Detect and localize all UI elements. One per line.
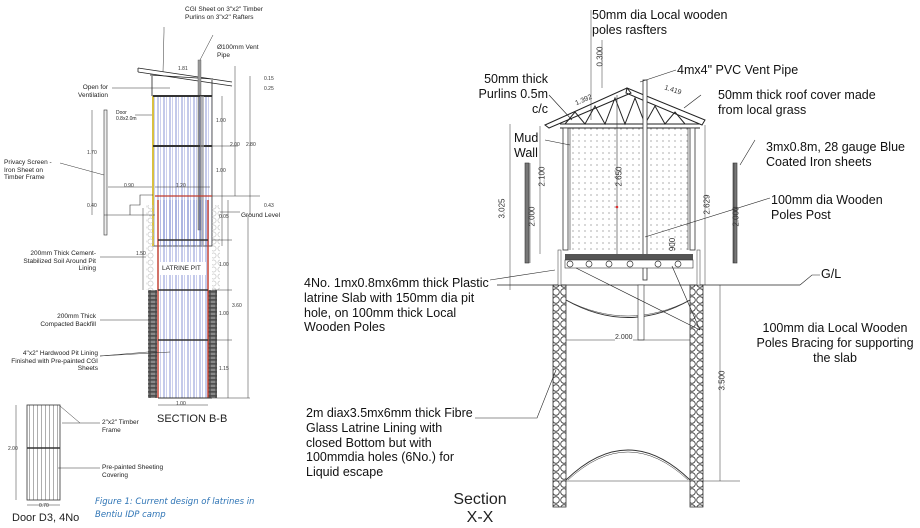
dim-bb-100a: 1.00	[216, 118, 226, 124]
dim-door-height: 2.00	[8, 446, 18, 452]
xx-ground-level-label: G/L	[821, 267, 842, 281]
dim-bb-200: 2.00	[230, 142, 240, 148]
bb-latrine-pit-label: LATRINE PIT	[162, 265, 201, 272]
dim-bb-360: 3.60	[232, 303, 242, 309]
dim-bb-280: 2.80	[246, 142, 256, 148]
xx-rafters-label: 50mm dia Local wooden poles rasfters	[592, 8, 728, 37]
bb-vent-pipe-label: Ø100mm Vent Pipe	[217, 44, 259, 59]
xx-vent-pipe	[642, 79, 648, 281]
dim-bb-043: 0.43	[264, 203, 274, 209]
dim-bb-115: 1.15	[219, 366, 229, 372]
section-xx-title-line1: Section	[453, 491, 507, 508]
xx-roof-cover-label: 50mm thick roof cover made from local gr…	[718, 88, 876, 117]
section-xx-title: Section X-X	[430, 491, 530, 526]
bb-open-ventilation-label: Open for Ventilation	[78, 84, 108, 99]
dim-xx-0300: 0.300	[595, 46, 605, 67]
dim-bb-015: 0.15	[264, 76, 274, 82]
xx-slab-label: 4No. 1mx0.8mx6mm thick Plastic latrine S…	[304, 276, 489, 335]
bb-door-label: Door 0.8x2.0m	[116, 110, 137, 122]
dim-xx-3500: 3.500	[717, 370, 727, 391]
figure-caption: Figure 1: Current design of latrines in …	[95, 497, 255, 520]
dim-xx-2650: 2.650	[614, 166, 624, 187]
xx-lining-label: 2m diax3.5mx6mm thick Fibre Glass Latrin…	[306, 406, 473, 479]
dim-bb-040: 0.40	[87, 203, 97, 209]
dim-xx-900: 900	[668, 237, 678, 252]
dim-xx-2000-pit: 2.000	[615, 334, 633, 341]
dim-xx-2100: 2.100	[537, 166, 547, 187]
bb-roof-label: CGI Sheet on 3"x2" Timber Purlins on 3"x…	[185, 6, 263, 21]
section-xx-title-line2: X-X	[466, 508, 494, 526]
dim-xx-3025: 3.025	[497, 198, 507, 219]
xx-vent-pipe-label: 4mx4" PVC Vent Pipe	[677, 63, 799, 77]
door-d3-drawing	[15, 404, 100, 506]
dim-bb-005: 0.05	[219, 214, 229, 220]
section-xx-drawing	[475, 10, 820, 508]
xx-bracing-label: 100mm dia Local Wooden Poles Bracing for…	[756, 321, 914, 365]
section-bb-title: SECTION B-B	[157, 413, 228, 425]
dim-bb-pit-100a: 1.00	[219, 262, 229, 268]
dim-door-width: 0.70	[39, 503, 49, 509]
dim-xx-2000-right: 2.000	[731, 206, 741, 227]
door-sheeting-label: Pre-painted Sheeting Covering	[102, 464, 164, 479]
bb-pit-lining-label: 4"x2" Hardwood Pit Lining Finished with …	[11, 350, 98, 373]
dim-bb-pit-width: 1.00	[176, 401, 186, 407]
bb-privacy-screen-label: Privacy Screen - Iron Sheet on Timber Fr…	[4, 159, 52, 182]
bb-privacy-screen	[103, 109, 108, 236]
dim-bb-100b: 1.00	[216, 168, 226, 174]
xx-purlins-label: 50mm thick Purlins 0.5m c/c	[478, 72, 548, 116]
dim-bb-150: 1.50	[136, 251, 146, 257]
dim-bb-pit-100b: 1.00	[219, 311, 229, 317]
dim-bb-roof-slope: 1.81	[178, 66, 188, 72]
bb-stabilized-soil-label: 200mm Thick Cement-Stabilized Soil Aroun…	[23, 250, 96, 273]
dim-xx-2000-left: 2.000	[527, 206, 537, 227]
xx-mud-wall-label: Mud Wall	[514, 131, 539, 160]
dim-bb-120: 1.20	[176, 183, 186, 189]
door-timber-frame-label: 2"x2" Timber Frame	[102, 419, 139, 434]
bb-backfill-label: 200mm Thick Compacted Backfill	[40, 313, 96, 328]
dim-bb-170: 1.70	[87, 150, 97, 156]
dim-bb-025: 0.25	[264, 86, 274, 92]
door-d3-title: Door D3, 4No	[12, 512, 80, 524]
dim-xx-2629: 2.629	[702, 194, 712, 215]
xx-iron-sheets-label: 3mx0.8m, 28 gauge Blue Coated Iron sheet…	[766, 140, 905, 169]
dim-bb-090: 0.90	[124, 183, 134, 189]
xx-poles-post-label: 100mm dia Wooden Poles Post	[771, 193, 883, 222]
bb-ground-level-label: Ground Level	[241, 212, 281, 219]
bb-roof	[137, 67, 233, 96]
